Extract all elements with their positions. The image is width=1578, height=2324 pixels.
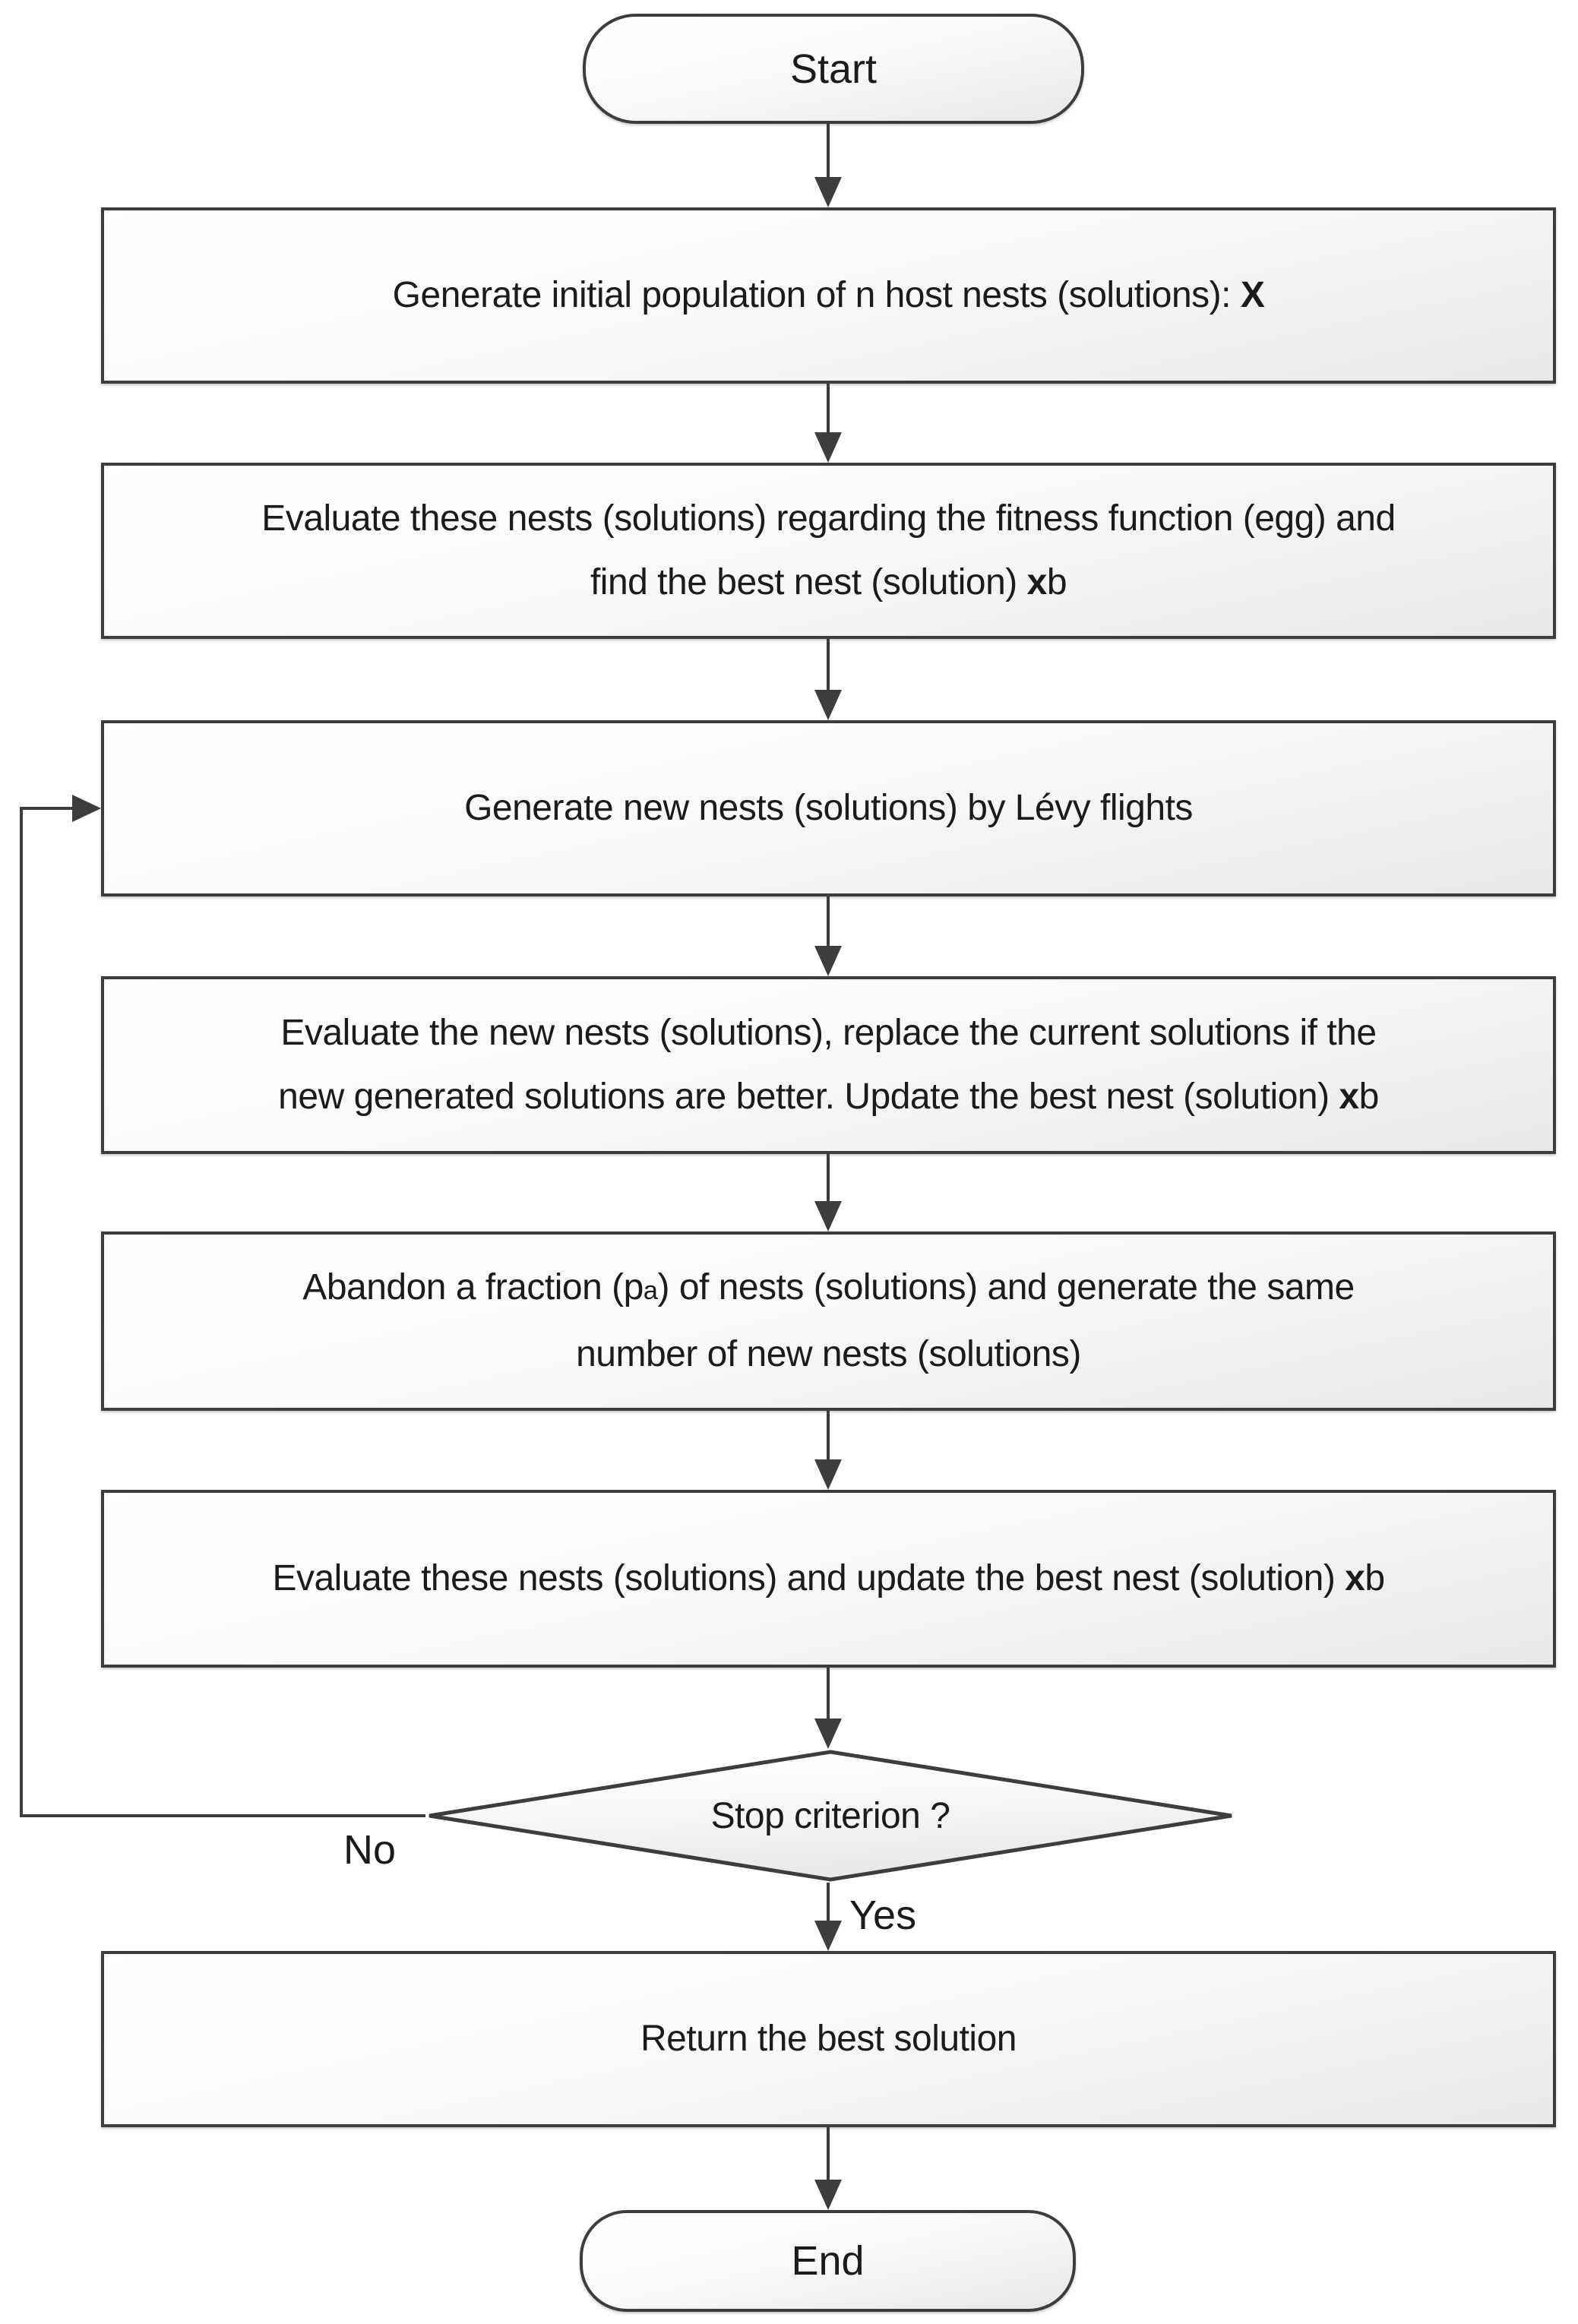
process-generate-new-nests-levy: Generate new nests (solutions) by Lévy f… [101,720,1556,896]
text-segment: number of new nests (solutions) [576,1334,1081,1374]
process-text: Evaluate these nests (solutions) regardi… [119,487,1538,615]
process-return-best-solution: Return the best solution [101,1951,1556,2127]
arrowhead-loop [72,795,101,822]
arrowhead [814,2180,842,2210]
process-text: Evaluate these nests (solutions) and upd… [119,1547,1538,1611]
arrowhead [814,177,842,207]
process-generate-initial-population: Generate initial population of n host ne… [101,207,1556,384]
process-evaluate-new-nests: Evaluate the new nests (solutions), repl… [101,976,1556,1154]
text-segment: Generate initial population of n host ne… [392,275,1241,315]
variable-x-bold: x [1339,1077,1359,1117]
variable-subscript-b: b [1358,1077,1380,1117]
process-abandon-fraction: Abandon a fraction (pa) of nests (soluti… [101,1232,1556,1411]
text-segment: new generated solutions are better. Upda… [278,1077,1339,1117]
process-text: Generate new nests (solutions) by Lévy f… [119,776,1538,840]
text-segment: Return the best solution [640,2019,1017,2059]
process-text: Generate initial population of n host ne… [119,264,1538,327]
start-label: Start [789,46,878,92]
process-evaluate-and-update-best: Evaluate these nests (solutions) and upd… [101,1490,1556,1668]
start-terminator: Start [583,14,1084,124]
decision-stop-criterion: Stop criterion ? [425,1749,1235,1883]
variable-x-bold: x [1026,562,1048,602]
process-text: Return the best solution [119,2007,1538,2071]
end-terminator: End [580,2210,1076,2312]
text-segment: Evaluate these nests (solutions) and upd… [272,1558,1346,1598]
variable-x-bold: x [1345,1558,1365,1598]
edge-label-no: No [343,1827,397,1873]
variable-subscript-a: a [643,1276,658,1305]
arrowhead [814,1718,842,1749]
text-segment: Generate new nests (solutions) by Lévy f… [464,788,1193,828]
text-segment: find the best nest (solution) [590,562,1027,602]
edge-label-yes: Yes [849,1892,917,1938]
arrowhead [814,1921,842,1951]
text-segment: Abandon a fraction (p [302,1267,644,1307]
text-segment: Evaluate the new nests (solutions), repl… [280,1013,1377,1053]
variable-x-bold: X [1240,275,1265,315]
arrowhead [814,432,842,463]
arrowhead [814,690,842,720]
process-text: Evaluate the new nests (solutions), repl… [119,1001,1538,1129]
text-segment: ) of nests (solutions) and generate the … [657,1267,1355,1307]
end-label: End [791,2238,865,2284]
arrowhead [814,1459,842,1490]
variable-subscript-b: b [1046,562,1067,602]
arrowhead [814,1201,842,1232]
text-segment: Evaluate these nests (solutions) regardi… [261,498,1396,539]
variable-subscript-b: b [1365,1558,1385,1598]
arrowhead [814,946,842,976]
decision-label: Stop criterion ? [710,1795,950,1836]
process-evaluate-initial-nests: Evaluate these nests (solutions) regardi… [101,463,1556,639]
process-text: Abandon a fraction (pa) of nests (soluti… [119,1256,1538,1386]
decision-diamond-shape [428,1750,1232,1882]
